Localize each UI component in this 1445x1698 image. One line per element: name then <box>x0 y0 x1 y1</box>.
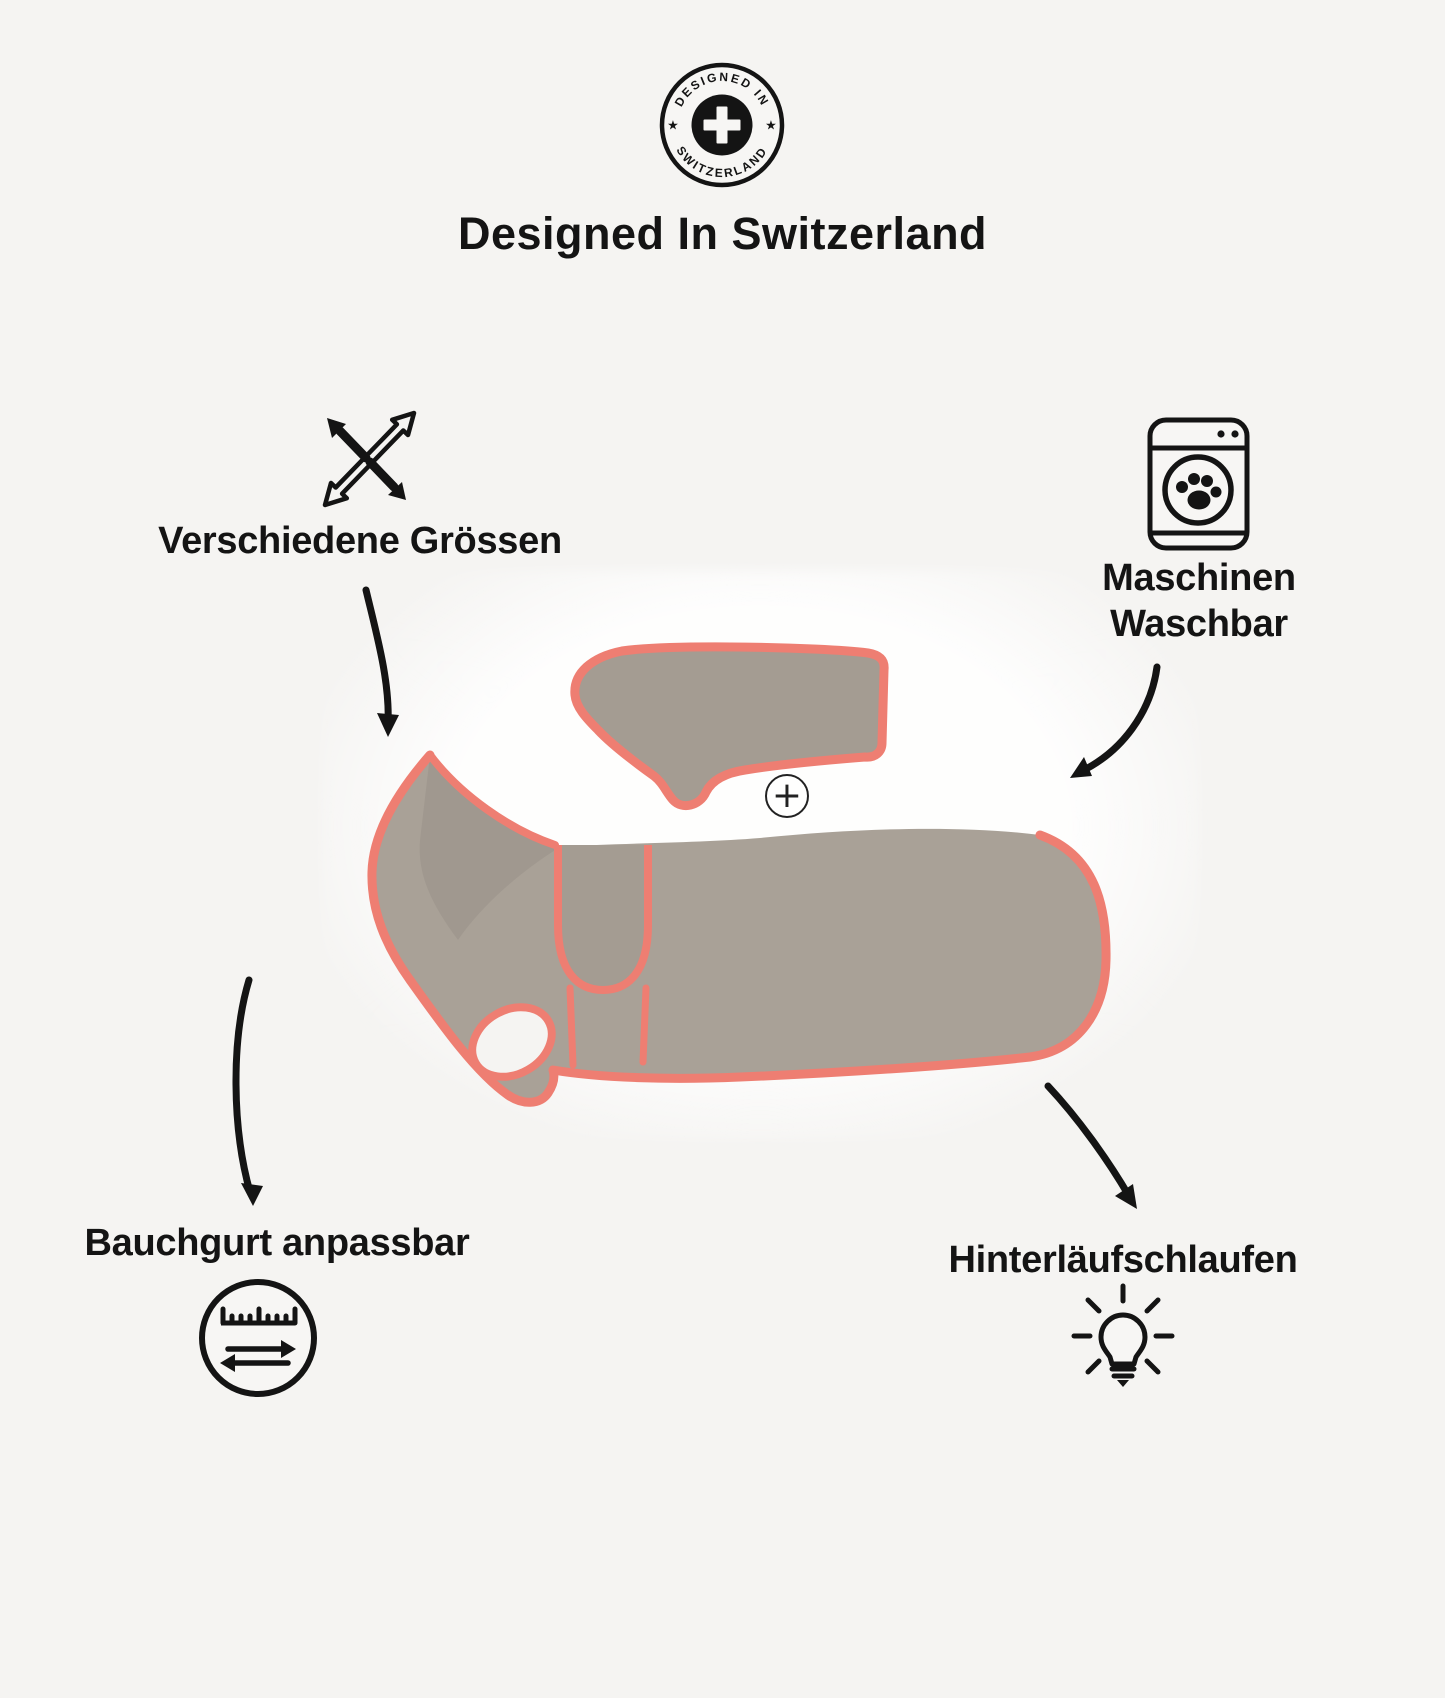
ruler-ticks <box>220 1306 298 1326</box>
badge-star-right-icon: ★ <box>765 118 777 133</box>
feature-label-belly-strap: Bauchgurt anpassbar <box>84 1222 470 1264</box>
belly-strap-flap <box>554 845 652 994</box>
collar-fold-trim <box>426 751 559 849</box>
page-title: Designed In Switzerland <box>457 208 988 259</box>
swiss-cross-stamp-icon: DESIGNED IN SWITZERLAND ★ ★ <box>659 62 785 188</box>
feature-label-sizes: Verschiedene Grössen <box>158 520 562 562</box>
arrow-product-to-belly-strap <box>232 976 263 1206</box>
ruler-double-arrow-icon <box>199 1279 317 1397</box>
feature-label-line2: Waschbar <box>1110 602 1288 645</box>
expand-arrows-icon <box>322 410 417 508</box>
paw-print-icon <box>1176 473 1222 510</box>
washing-machine-paw-icon <box>1147 417 1250 551</box>
feature-label-hind-loops: Hinterläufschlaufen <box>948 1239 1298 1281</box>
bathrobe-coral-trim <box>367 750 1111 1107</box>
feature-label-line1: Maschinen <box>1102 557 1296 599</box>
lightbulb-rays <box>1071 1283 1175 1375</box>
leg-loop-opening <box>468 1003 556 1081</box>
plus-icon[interactable]: + <box>765 774 809 818</box>
drying-mitt <box>570 642 889 811</box>
product-image-dog-bathrobe-set <box>367 642 1111 1107</box>
collar-fold-shading <box>419 755 560 940</box>
bathrobe-body <box>371 755 1107 1103</box>
left-right-arrows <box>220 1340 296 1372</box>
feature-label-machine-washable: Maschinen Waschbar <box>1102 556 1296 647</box>
lightbulb-icon <box>1071 1283 1175 1387</box>
badge-star-left-icon: ★ <box>667 118 679 133</box>
